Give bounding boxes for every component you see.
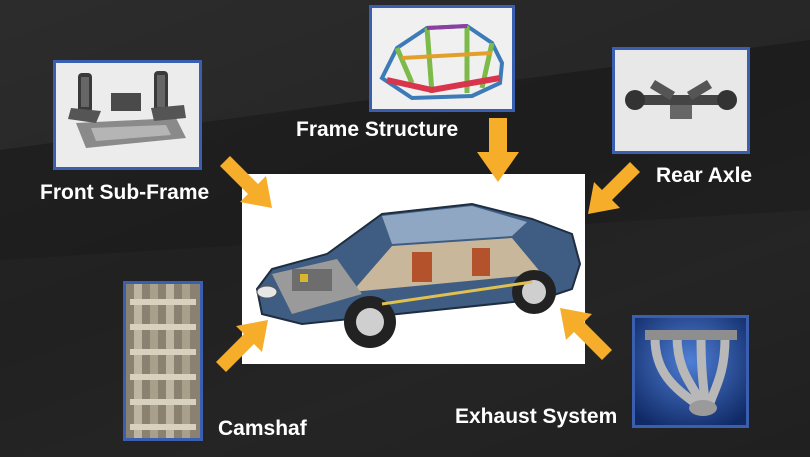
exhaust-manifold-photo [632,315,749,428]
arrow-exhaust-system [560,308,612,360]
car-cutaway-illustration [242,174,585,364]
front-sub-frame-photo [53,60,202,170]
arrow-front-sub-frame [220,156,272,208]
camshaft-photo [123,281,203,441]
exhaust-system-label: Exhaust System [455,405,618,428]
camshaft-label: Camshaf [218,417,307,440]
frame-structure-photo [369,5,515,112]
front-sub-frame-label: Front Sub-Frame [40,181,210,204]
rear-axle-photo [612,47,750,154]
arrow-frame-structure [477,118,519,182]
rear-axle-label: Rear Axle [656,164,753,187]
frame-structure-label: Frame Structure [296,118,459,141]
arrow-camshaft [216,320,268,372]
arrow-rear-axle [588,162,640,214]
